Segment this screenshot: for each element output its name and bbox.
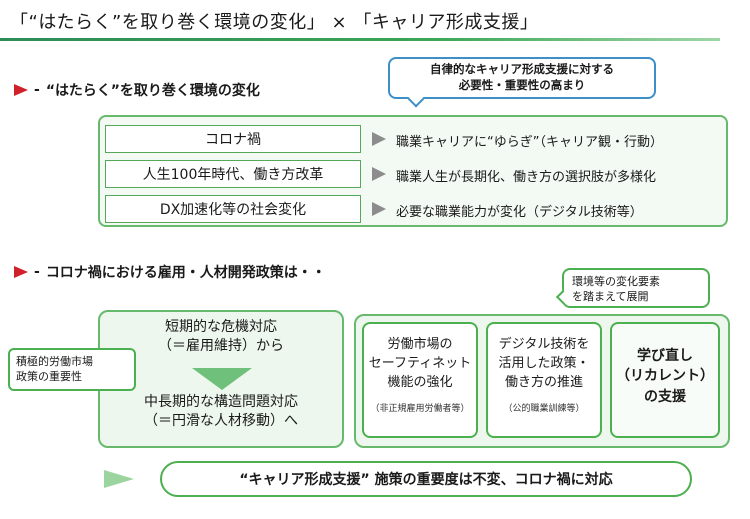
dash-mark: - [34,264,40,280]
section-heading-text: “はたらく”を取り巻く環境の変化 [45,83,260,99]
policy-line: 学び直し [637,348,693,364]
section-heading-policy: - コロナ禍における雇用・人材開発政策は・・ [14,262,326,282]
panel-line: （＝雇用維持）から [158,337,284,354]
gray-arrow-icon [372,202,386,216]
callout-tail [555,289,571,305]
callout-line: 必要性・重要性の高まり [458,77,586,92]
title-rule [0,38,720,41]
down-arrow-icon [192,368,252,390]
row-label-lifespan: 人生100年時代、働き方改革 [105,160,361,188]
side-label-line: 積極的労働市場 [16,355,93,368]
row-label-text: 人生100年時代、働き方改革 [142,167,324,183]
gray-arrow-icon [372,167,386,181]
policy-reskilling: 学び直し （リカレント） の支援 [610,322,720,438]
dash-mark: - [34,82,40,98]
panel-line: 短期的な危機対応 [165,319,277,335]
policy-line: デジタル技術を [498,337,590,352]
row-label-text: DX加速化等の社会変化 [159,202,307,218]
callout-tail [407,90,425,108]
right-arrow-icon [104,470,134,488]
callout-line: 自律的なキャリア形成支援に対する [430,62,614,76]
row-label-text: コロナ禍 [205,132,261,148]
policy-line: 労働市場の [387,337,453,352]
policy-line: （リカレント） [616,368,714,385]
gray-arrow-icon [372,132,386,146]
red-triangle-icon [14,266,28,278]
short-term-response: 短期的な危機対応 （＝雇用維持）から [100,318,342,356]
policy-line: 機能の強化 [387,374,453,390]
policy-safety-net: 労働市場の セーフティネット 機能の強化 （非正規雇用労働者等） [362,322,478,438]
callout-career-importance: 自律的なキャリア形成支援に対する 必要性・重要性の高まり [388,57,656,108]
red-triangle-icon [14,84,28,96]
side-label-labor-policy: 積極的労働市場 政策の重要性 [8,348,136,391]
policy-line: セーフティネット [368,355,472,371]
panel-line: 中長期的な構造問題対応 [144,394,298,410]
policy-main: 学び直し （リカレント） の支援 [612,346,718,407]
policy-main: 労働市場の セーフティネット 機能の強化 [364,336,476,393]
section-heading-environment: - “はたらく”を取り巻く環境の変化 [14,80,260,100]
policy-line: 働き方の推進 [504,374,583,390]
policy-line: の支援 [644,388,686,405]
conclusion-banner: “キャリア形成支援” 施策の重要度は不変、コロナ禍に対応 [160,461,692,497]
long-term-response: 中長期的な構造問題対応 （＝円滑な人材移動）へ [100,393,342,431]
callout-line: 環境等の変化要素 [572,275,660,288]
policy-line: 活用した政策・ [498,355,590,371]
callout-line: を踏まえて展開 [572,290,649,304]
policy-note: （公的職業訓練等） [503,403,585,414]
side-label-line: 政策の重要性 [16,370,82,384]
row-desc-corona: 職業キャリアに“ゆらぎ”（キャリア観・行動） [396,135,663,150]
policy-main: デジタル技術を 活用した政策・ 働き方の推進 [488,336,600,393]
page-title: 「“はたらく”を取り巻く環境の変化」 × 「キャリア形成支援」 [10,12,539,33]
row-label-dx: DX加速化等の社会変化 [105,195,361,223]
conclusion-text: “キャリア形成支援” 施策の重要度は不変、コロナ禍に対応 [239,472,613,488]
row-desc-lifespan: 職業人生が長期化、働き方の選択肢が多様化 [396,170,657,185]
policy-note: （非正規雇用労働者等） [370,403,470,414]
panel-line: （＝円滑な人材移動）へ [144,412,298,429]
section-heading-text: コロナ禍における雇用・人材開発政策は・・ [45,265,326,281]
row-desc-dx: 必要な職業能力が変化（デジタル技術等） [396,205,643,220]
policy-digital: デジタル技術を 活用した政策・ 働き方の推進 （公的職業訓練等） [486,322,602,438]
callout-environment-factors: 環境等の変化要素 を踏まえて展開 [555,268,710,308]
row-label-corona: コロナ禍 [105,125,361,153]
